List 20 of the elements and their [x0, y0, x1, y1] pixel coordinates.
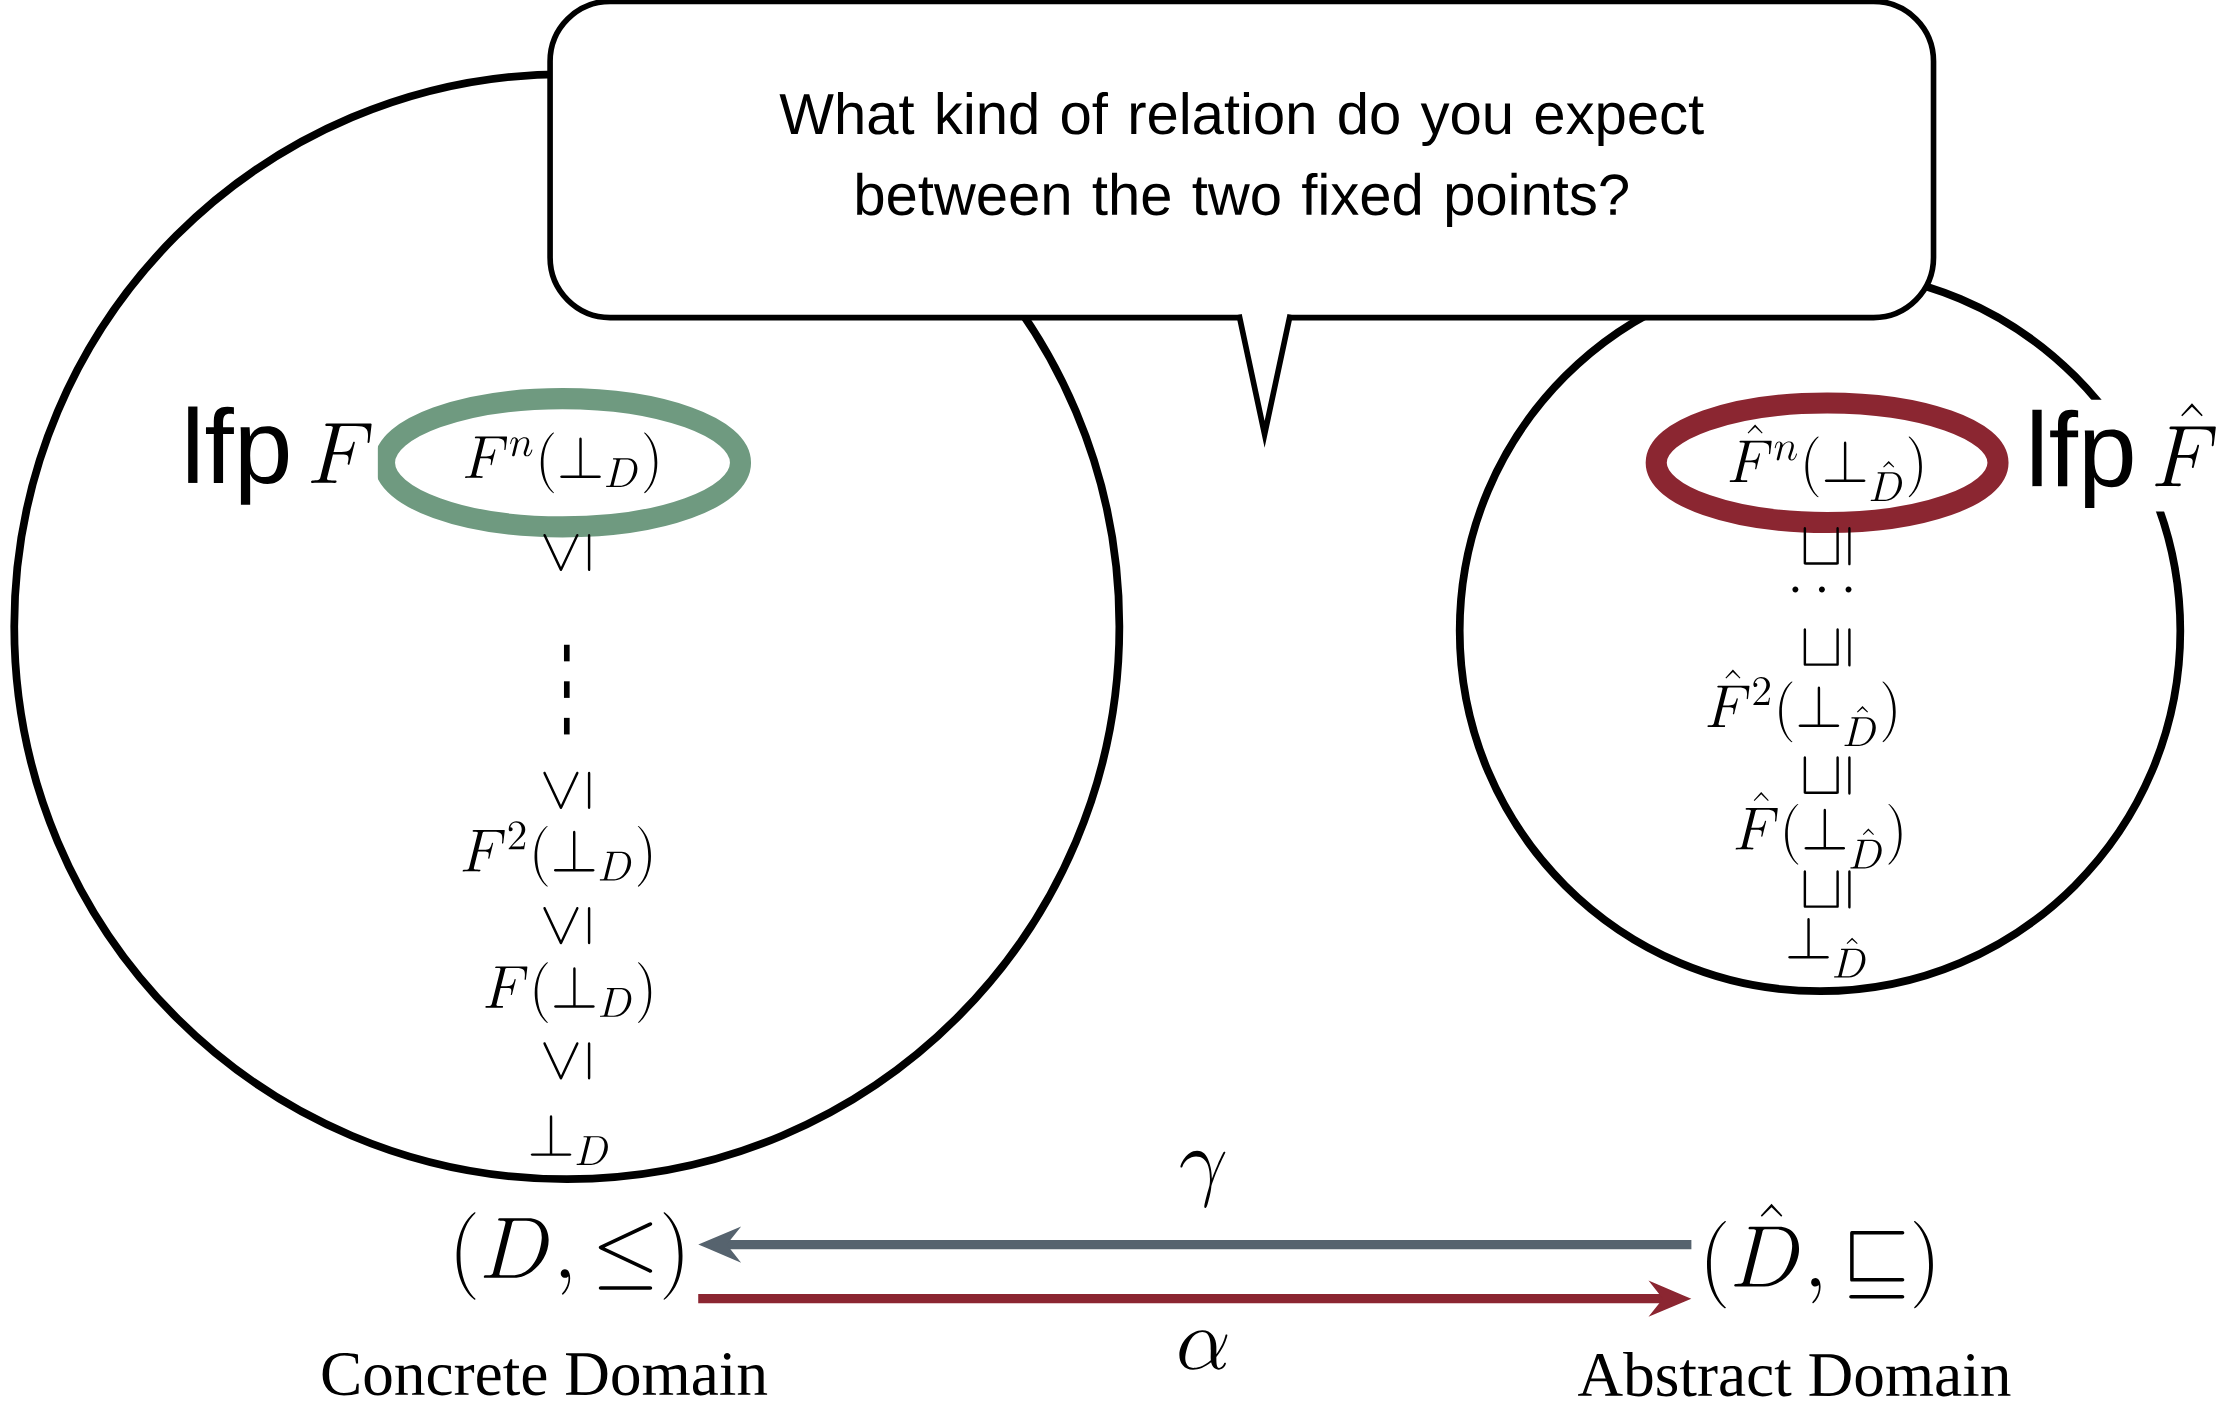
- edge-label: $\gamma$: [1180, 1150, 1226, 1209]
- order-symbol: $\leq$: [543, 771, 591, 809]
- chain-element: $\bot_D$: [530, 1115, 608, 1165]
- chain-element: $\dots$: [1792, 586, 1852, 593]
- lfp-label: $\mathrm{lfp}\, \hat{F}$: [2021, 399, 2223, 512]
- order-symbol: $\leq$: [543, 1042, 591, 1080]
- chain-element: $\hat{F}^2(\bot_{\hat{D}})$: [1707, 669, 1896, 747]
- domain-label: $(\hat{D}, \sqsubseteq)$: [1707, 1203, 1933, 1309]
- chain-element: $\bot_{\hat{D}}$: [1788, 918, 1866, 978]
- lfp-label: $\mathrm{lfp}\, F$: [177, 403, 378, 509]
- order-symbol: $\sqsubseteq$: [1803, 628, 1851, 667]
- ellipsis: $\vdots$: [563, 644, 570, 735]
- chain-element: $F(\bot_D)$: [485, 962, 652, 1023]
- order-symbol: $\leq$: [543, 907, 591, 945]
- order-symbol: $\sqsubseteq$: [1803, 870, 1851, 909]
- domain-caption: Concrete Domain: [322, 1352, 768, 1396]
- edge-label: $\alpha$: [1179, 1330, 1228, 1370]
- domain-caption: Abstract Domain: [1578, 1351, 2011, 1397]
- domain-label: $(D, \leq)$: [456, 1212, 683, 1300]
- chain-element: $F^2(\bot_D)$: [462, 821, 651, 887]
